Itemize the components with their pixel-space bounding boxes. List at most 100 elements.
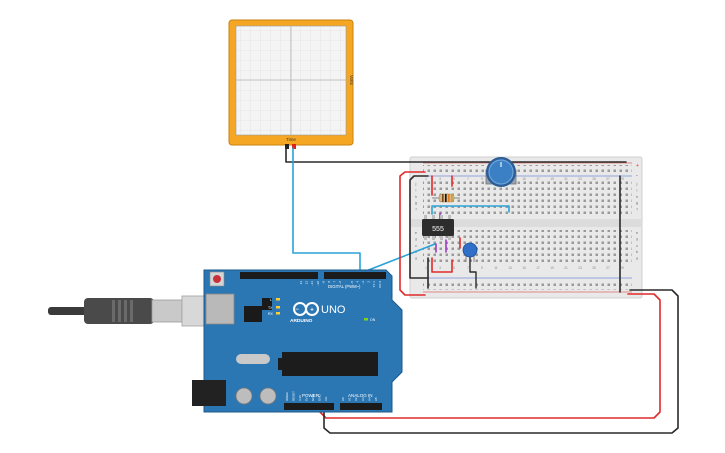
digital-pin-label: 2: [367, 281, 371, 283]
row-letter: d: [636, 236, 638, 241]
analog-pin-label: A5: [374, 397, 378, 401]
power-jack: [192, 380, 226, 406]
resistor[interactable]: [432, 193, 460, 203]
row-letter: h: [415, 194, 417, 199]
power-pin-label: GND: [318, 394, 322, 402]
column-number: 1: [425, 177, 427, 181]
digital-pin-label: 12: [305, 281, 309, 285]
analog-header[interactable]: [340, 403, 382, 410]
left-ground-wire[interactable]: [409, 175, 429, 279]
row-letter: c: [415, 243, 417, 248]
atmega-chip: [282, 352, 378, 376]
ic-label: 555: [432, 226, 444, 233]
power-pin-label: RESET: [292, 391, 296, 401]
model-label: UNO: [321, 304, 346, 316]
digital-pin-label: 8: [327, 281, 331, 283]
capacitor[interactable]: [462, 242, 478, 262]
scope-probe-negative[interactable]: [285, 144, 289, 149]
probe-signal-wire[interactable]: [292, 147, 361, 271]
bottom-power-rail[interactable]: [423, 280, 632, 290]
arduino-5v-wire[interactable]: [319, 293, 661, 419]
volts-label: Volts: [349, 75, 354, 86]
column-number: 29: [620, 177, 624, 181]
center-channel: [410, 219, 642, 227]
row-letter: e: [415, 230, 418, 235]
column-number: 25: [592, 177, 596, 181]
on-led-label: ON: [370, 318, 376, 322]
rx-led: [276, 312, 280, 315]
svg-text:+: +: [310, 308, 314, 314]
column-number: 27: [606, 177, 610, 181]
row-letter: i: [416, 187, 417, 192]
digital-header-left[interactable]: [240, 272, 318, 279]
digital-header-right[interactable]: [324, 272, 386, 279]
analog-pin-label: A3: [361, 397, 365, 401]
analog-pin-label: A4: [367, 397, 371, 401]
digital-pin-label: ~10: [316, 281, 320, 286]
power-pin-label: 5V: [305, 397, 309, 401]
digital-label: DIGITAL (PWM~): [328, 284, 361, 289]
digital-pin-label: ~6: [338, 281, 342, 285]
digital-pin-label: TX 1: [372, 281, 376, 288]
arduino-gnd-wire[interactable]: [323, 289, 679, 434]
analog-label: ANALOG IN: [348, 393, 373, 398]
row-letter: j: [636, 181, 638, 186]
cap-ground-wire[interactable]: [469, 255, 477, 289]
column-number: 3: [439, 266, 441, 270]
rx-led-label: RX: [268, 312, 274, 316]
top-power-rail[interactable]: [423, 165, 632, 175]
usb-cable[interactable]: [48, 295, 207, 327]
row-letter: b: [636, 249, 639, 254]
column-number: 9: [481, 266, 483, 270]
arduino-uno[interactable]: DIGITAL (PWM~) POWER ANALOG IN − + UNO A…: [192, 269, 403, 413]
column-number: 1: [425, 266, 427, 270]
brand-label: ARDUINO: [290, 318, 313, 324]
power-pin-label: Vin: [324, 396, 328, 401]
digital-pin-label: ~9: [321, 281, 325, 285]
reset-jumper[interactable]: [431, 257, 453, 273]
digital-pin-label: 7: [333, 281, 337, 283]
bottom-terminal-strip[interactable]: [423, 230, 632, 264]
pot-wiper-wire[interactable]: [431, 205, 510, 215]
column-number: 9: [481, 177, 483, 181]
usb-port: [205, 293, 235, 325]
digital-pin-label: ~11: [310, 281, 314, 286]
column-number: 15: [522, 177, 526, 181]
rail-plus-label: +: [636, 163, 639, 169]
column-number: 7: [467, 266, 469, 270]
analog-pin-label: A2: [354, 397, 358, 401]
column-number: 21: [564, 177, 568, 181]
potentiometer[interactable]: [485, 157, 517, 187]
digital-pin-label: ~5: [350, 281, 354, 285]
column-number: 5: [453, 266, 455, 270]
arduino-logo: − +: [293, 302, 319, 316]
power-header[interactable]: [284, 403, 334, 410]
oscilloscope[interactable]: Time Volts: [228, 19, 354, 149]
column-number: 27: [606, 266, 610, 270]
column-number: 19: [550, 177, 554, 181]
row-letter: g: [415, 200, 417, 205]
row-letter: h: [636, 194, 638, 199]
ic-555-timer[interactable]: 555: [422, 215, 454, 240]
l-led: [276, 298, 280, 301]
on-led: [364, 318, 368, 321]
row-letter: a: [636, 256, 639, 261]
power-pin-label: IOREF: [285, 392, 289, 401]
wires[interactable]: [285, 147, 679, 434]
row-letter: f: [636, 207, 638, 212]
probe-ground-wire[interactable]: [285, 147, 627, 163]
column-number: 25: [592, 266, 596, 270]
scope-probe-positive[interactable]: [292, 144, 296, 149]
digital-pin-label: 13: [299, 281, 303, 285]
reset-button[interactable]: [213, 275, 221, 283]
digital-pin-label: RX 0: [378, 281, 382, 288]
column-number: 19: [550, 266, 554, 270]
tx-led: [276, 306, 280, 309]
row-letter: g: [636, 200, 638, 205]
row-letter: d: [415, 236, 417, 241]
left-power-wire[interactable]: [399, 171, 426, 296]
column-number: 17: [536, 177, 540, 181]
